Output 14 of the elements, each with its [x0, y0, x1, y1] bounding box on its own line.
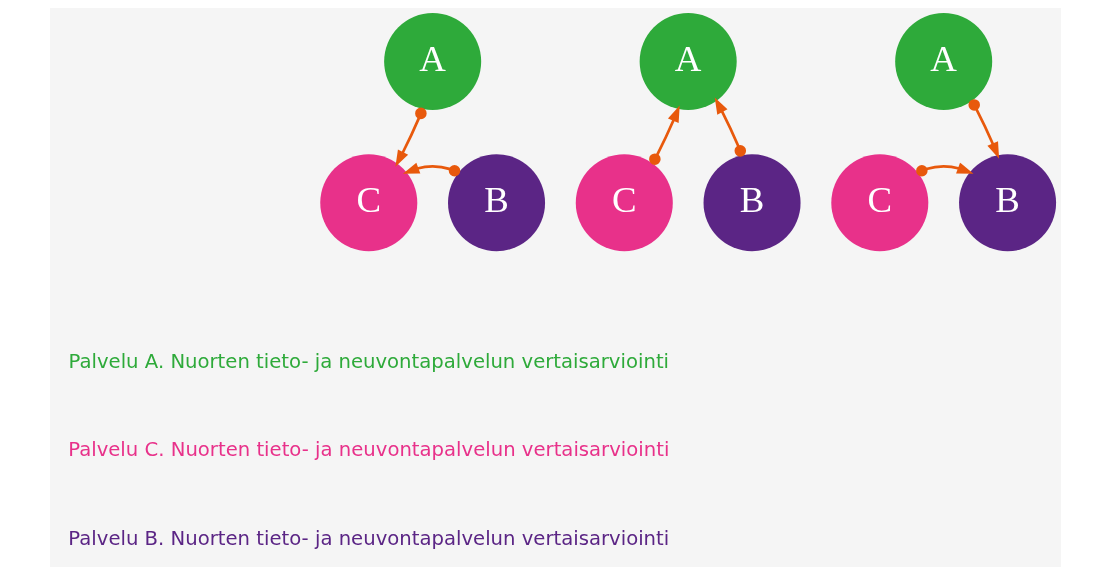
legend-label: Palvelu A. Nuorten tieto- ja neuvontapalvelun vertaisarviointi	[68, 349, 669, 373]
node-circle: A	[383, 12, 481, 110]
arrow	[714, 97, 746, 157]
node-circle: C	[319, 154, 417, 252]
arrow	[967, 99, 999, 159]
node-circle: B	[703, 154, 801, 252]
arrow	[648, 105, 680, 165]
node-circle: B	[958, 154, 1056, 252]
node-circle: A	[639, 12, 737, 110]
arrow	[402, 162, 460, 177]
legend-label: Palvelu B. Nuorten tieto- ja neuvontapalvelun vertaisarviointi	[67, 526, 669, 550]
legend-label: Palvelu C. Nuorten tieto- ja neuvontapalvelun vertaisarviointi	[67, 438, 669, 462]
arrow	[394, 107, 427, 167]
arrow	[915, 162, 973, 177]
